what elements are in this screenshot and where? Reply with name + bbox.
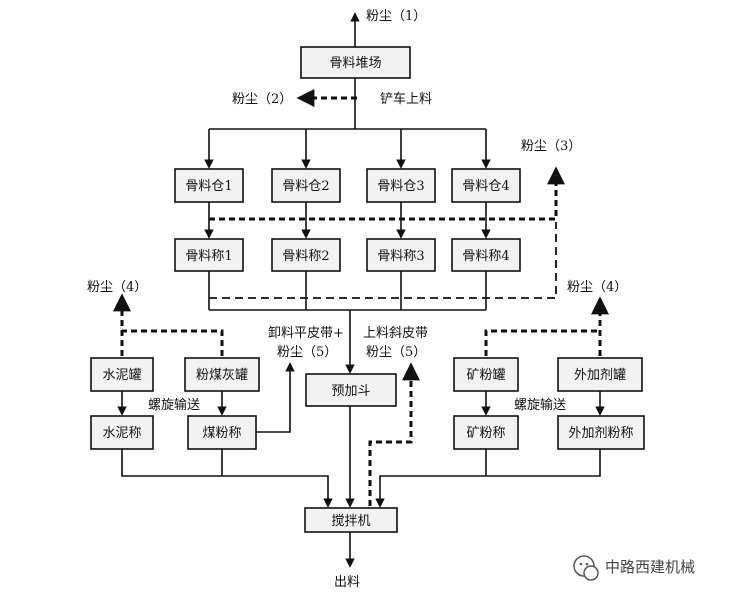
dust-lines bbox=[113, 89, 609, 506]
scale2-label: 骨料称2 bbox=[282, 249, 329, 264]
bin3-box: 骨料仓3 bbox=[366, 168, 436, 203]
slag-scale-box: 矿粉称 bbox=[453, 415, 519, 450]
dust5-right-label: 粉尘（5） bbox=[366, 345, 426, 360]
incline-belt-label: 上料斜皮带 bbox=[363, 326, 428, 341]
bin1-box: 骨料仓1 bbox=[174, 168, 244, 203]
dust2-label: 粉尘（2） bbox=[232, 92, 292, 107]
annotations: 粉尘（1） 粉尘（2） 铲车上料 粉尘（3） 粉尘（4） 粉尘（4） 卸料平皮带… bbox=[87, 9, 627, 590]
bin2-box: 骨料仓2 bbox=[271, 168, 341, 203]
slag-tank-label: 矿粉罐 bbox=[466, 368, 505, 383]
admix-scale-box: 外加剂粉称 bbox=[557, 415, 645, 450]
prehopper-label: 预加斗 bbox=[331, 384, 370, 399]
slag-scale-label: 矿粉称 bbox=[466, 426, 505, 441]
mixer-box: 搅拌机 bbox=[304, 507, 398, 533]
flyash-scale-box: 煤粉称 bbox=[187, 415, 257, 450]
bin2-label: 骨料仓2 bbox=[282, 179, 329, 194]
flyash-tank-box: 粉煤灰罐 bbox=[184, 357, 260, 392]
dust4-left-label: 粉尘（4） bbox=[87, 280, 147, 295]
admix-scale-label: 外加剂粉称 bbox=[568, 426, 633, 441]
chat-bubble-icon bbox=[573, 555, 599, 581]
scale3-label: 骨料称3 bbox=[377, 249, 424, 264]
watermark-text: 中路西建机械 bbox=[605, 558, 695, 576]
dust5-left-label: 粉尘（5） bbox=[277, 345, 337, 360]
watermark: 中路西建机械 bbox=[573, 555, 695, 581]
flyash-scale-label: 煤粉称 bbox=[202, 426, 241, 441]
output-label: 出料 bbox=[334, 575, 360, 590]
screw-left-label: 螺旋输送 bbox=[148, 397, 200, 413]
flyash-tank-label: 粉煤灰罐 bbox=[196, 368, 248, 383]
flow-lines bbox=[117, 12, 605, 568]
cement-tank-label: 水泥罐 bbox=[102, 368, 141, 383]
scale-dust-line bbox=[209, 222, 557, 299]
loader-label: 铲车上料 bbox=[380, 91, 432, 107]
prehopper-box: 预加斗 bbox=[305, 373, 397, 407]
admix-tank-box: 外加剂罐 bbox=[557, 357, 643, 392]
scale3-box: 骨料称3 bbox=[366, 238, 436, 272]
aggregate-yard-box: 骨料堆场 bbox=[300, 46, 411, 79]
scale1-box: 骨料称1 bbox=[174, 238, 244, 272]
dust3-label: 粉尘（3） bbox=[521, 139, 581, 154]
bin3-label: 骨料仓3 bbox=[377, 179, 424, 194]
bin1-label: 骨料仓1 bbox=[185, 179, 232, 194]
unload-belt-label: 卸料平皮带+ bbox=[268, 325, 344, 341]
screw-right-label: 螺旋输送 bbox=[514, 397, 566, 413]
cement-scale-label: 水泥称 bbox=[102, 426, 141, 441]
scale4-box: 骨料称4 bbox=[451, 238, 521, 272]
admix-tank-label: 外加剂罐 bbox=[574, 368, 626, 383]
scale4-label: 骨料称4 bbox=[462, 249, 509, 264]
cement-tank-box: 水泥罐 bbox=[90, 357, 154, 392]
cement-scale-box: 水泥称 bbox=[90, 415, 154, 450]
dust4-right-label: 粉尘（4） bbox=[567, 280, 627, 295]
dust1-label: 粉尘（1） bbox=[366, 9, 426, 24]
aggregate-yard-label: 骨料堆场 bbox=[329, 56, 381, 71]
bin4-label: 骨料仓4 bbox=[462, 179, 509, 194]
bin4-box: 骨料仓4 bbox=[451, 168, 521, 203]
mixer-label: 搅拌机 bbox=[331, 513, 370, 529]
scale1-label: 骨料称1 bbox=[185, 249, 232, 264]
scale2-box: 骨料称2 bbox=[271, 238, 341, 272]
slag-tank-box: 矿粉罐 bbox=[453, 357, 519, 392]
